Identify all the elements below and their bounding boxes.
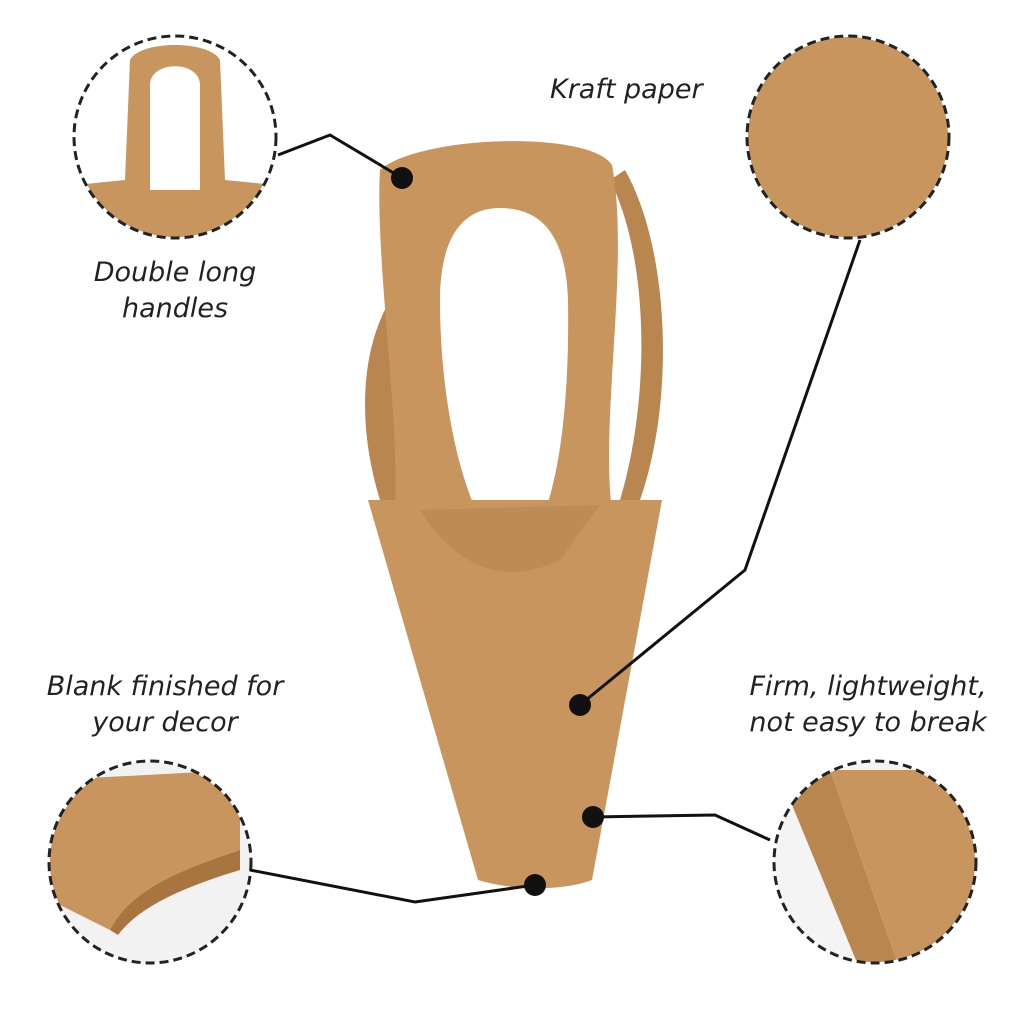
cone (368, 500, 662, 889)
label-handles-line2: handles (121, 293, 229, 324)
front-handle (379, 141, 618, 560)
label-blank: Blank finished for your decor (20, 669, 310, 741)
label-firm-line1: Firm, lightweight, (749, 671, 987, 702)
label-blank-line2: your decor (92, 707, 238, 738)
detail-handles (72, 34, 278, 240)
label-firm: Firm, lightweight, not easy to break (728, 669, 1008, 741)
callout-dots (391, 167, 604, 896)
label-blank-line1: Blank finished for (46, 671, 284, 702)
detail-firm (772, 759, 978, 965)
detail-blank (47, 759, 253, 965)
label-handles-line1: Double long (93, 257, 257, 288)
label-kraft-paper: Kraft paper (550, 74, 703, 105)
detail-kraft (745, 34, 951, 240)
label-handles: Double long handles (60, 255, 290, 327)
label-firm-line2: not easy to break (749, 707, 987, 738)
callout-lines (249, 133, 862, 904)
